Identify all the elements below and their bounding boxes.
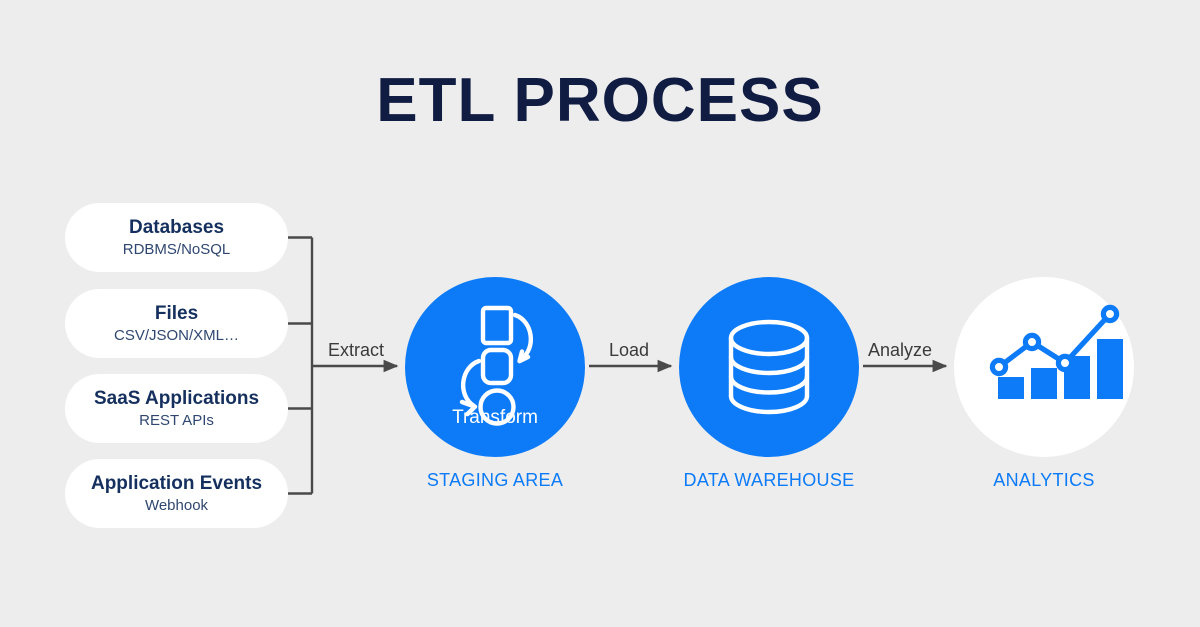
arrow-label-analyze: Analyze [868,340,933,360]
source-box-application-events[interactable]: Application Events Webhook [65,459,288,528]
arrow-label-load: Load [609,340,650,360]
stage-circle-data-warehouse[interactable] [679,277,859,457]
source-subtitle: REST APIs [139,411,214,429]
stage-circle-staging-area[interactable]: Transform [405,277,585,457]
stage-caption-staging-area: STAGING AREA [426,470,564,490]
chart-bars [998,339,1123,399]
source-subtitle: Webhook [144,496,209,514]
source-title: Files [154,302,199,324]
chart-point-markers [989,304,1120,377]
source-box-files[interactable]: Files CSV/JSON/XML… [65,289,288,358]
source-subtitle: CSV/JSON/XML… [113,326,240,344]
stage-inner-label: Transform [452,407,538,428]
source-box-databases[interactable]: Databases RDBMS/NoSQL [65,203,288,272]
source-title: Databases [128,216,225,238]
source-box-saas-applications[interactable]: SaaS Applications REST APIs [65,374,288,443]
page-title: ETL PROCESS [376,66,824,135]
source-subtitle: RDBMS/NoSQL [122,240,231,258]
chart-trend-line [996,311,1113,370]
bar-line-chart-icon [989,304,1123,399]
stage-caption-analytics: ANALYTICS [993,470,1095,490]
database-cylinder-icon [728,319,810,415]
source-stub-lines [288,236,314,495]
source-title: Application Events [90,472,263,494]
stage-caption-data-warehouse: DATA WAREHOUSE [683,470,855,490]
arrow-label-extract: Extract [328,340,385,360]
stage-circle-analytics[interactable] [954,277,1134,457]
source-title: SaaS Applications [93,387,260,409]
transform-icon [459,305,534,426]
